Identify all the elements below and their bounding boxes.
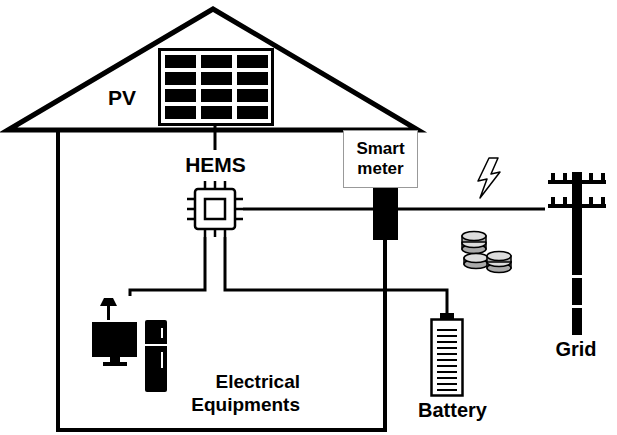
utility-pole [548, 172, 606, 335]
house-roof [8, 9, 418, 130]
equipment-icons [92, 298, 167, 392]
coins-symbol [462, 232, 511, 273]
wire [398, 209, 545, 210]
wire [130, 237, 205, 296]
lightning-symbol [478, 158, 500, 198]
pv-panel [160, 50, 273, 125]
equipment-box: Electrical Equipments [85, 296, 300, 422]
house-walls [58, 130, 385, 430]
battery-box: Battery [400, 313, 505, 423]
pv-panel-box: PV [105, 44, 277, 125]
node-label: PV [108, 86, 136, 110]
smart-meter-box: Smart meter [343, 130, 418, 188]
node-label: Grid [545, 338, 607, 361]
node-label: HEMS [168, 153, 263, 177]
grid-box: Grid [545, 170, 607, 364]
node-label: Smart meter [351, 139, 411, 180]
smart-meter-body [373, 188, 398, 240]
wire [225, 237, 447, 313]
wire [215, 125, 216, 150]
wire [243, 209, 373, 210]
battery-icon [432, 313, 463, 396]
node-label: Electrical Equipments [175, 370, 300, 416]
node-label: Battery [400, 399, 505, 422]
hems-box: HEMS [168, 150, 263, 240]
hems-chip [187, 181, 243, 237]
